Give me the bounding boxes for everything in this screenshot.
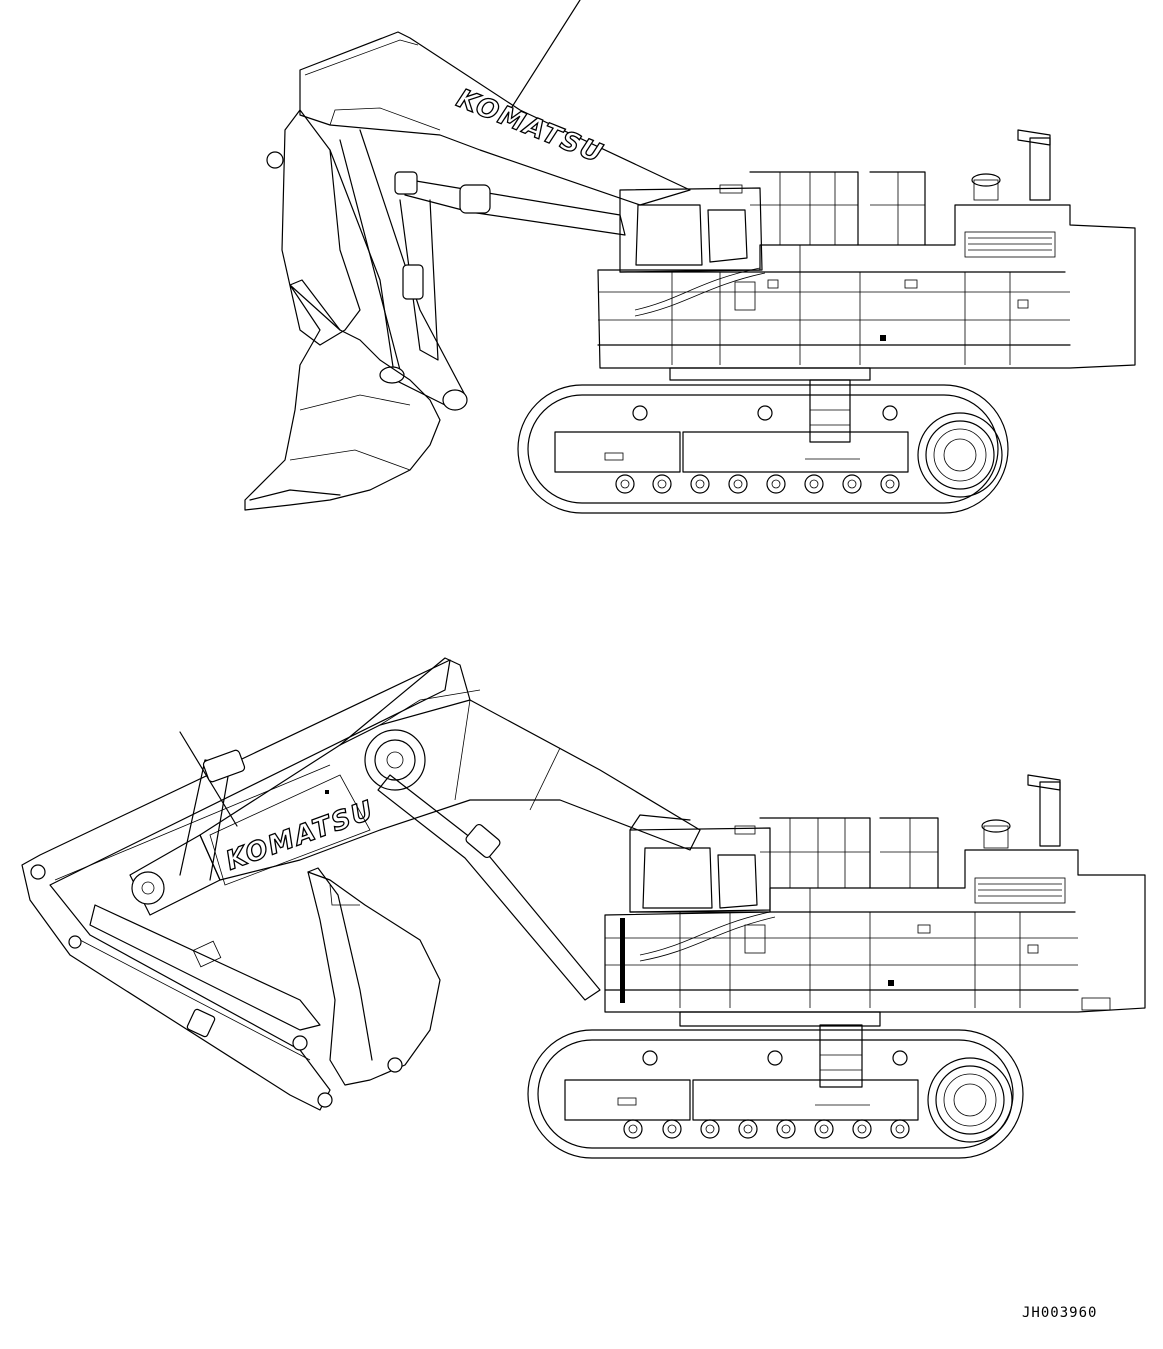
top-leader-line <box>504 0 581 119</box>
bottom-upper-structure <box>604 774 1146 1027</box>
drawing-number: JH003960 <box>1022 1305 1097 1321</box>
bottom-boom-cylinder <box>377 774 601 1001</box>
backhoe-figure: KOMATSU <box>21 657 1146 1159</box>
top-upper-structure <box>597 129 1136 381</box>
top-cab <box>619 187 763 273</box>
top-dipper-arm <box>281 109 361 346</box>
top-komatsu-logo: KOMATSU <box>452 84 608 170</box>
bottom-cab <box>629 827 771 913</box>
bottom-undercarriage <box>527 1024 1024 1159</box>
top-track-rollers <box>615 474 900 494</box>
bottom-arm <box>21 659 451 1111</box>
bottom-bucket <box>307 871 441 1086</box>
bottom-track-rollers <box>623 1119 910 1139</box>
loading-shovel-figure: KOMATSU <box>244 0 1136 514</box>
top-bucket <box>244 284 441 511</box>
top-undercarriage <box>517 379 1009 514</box>
